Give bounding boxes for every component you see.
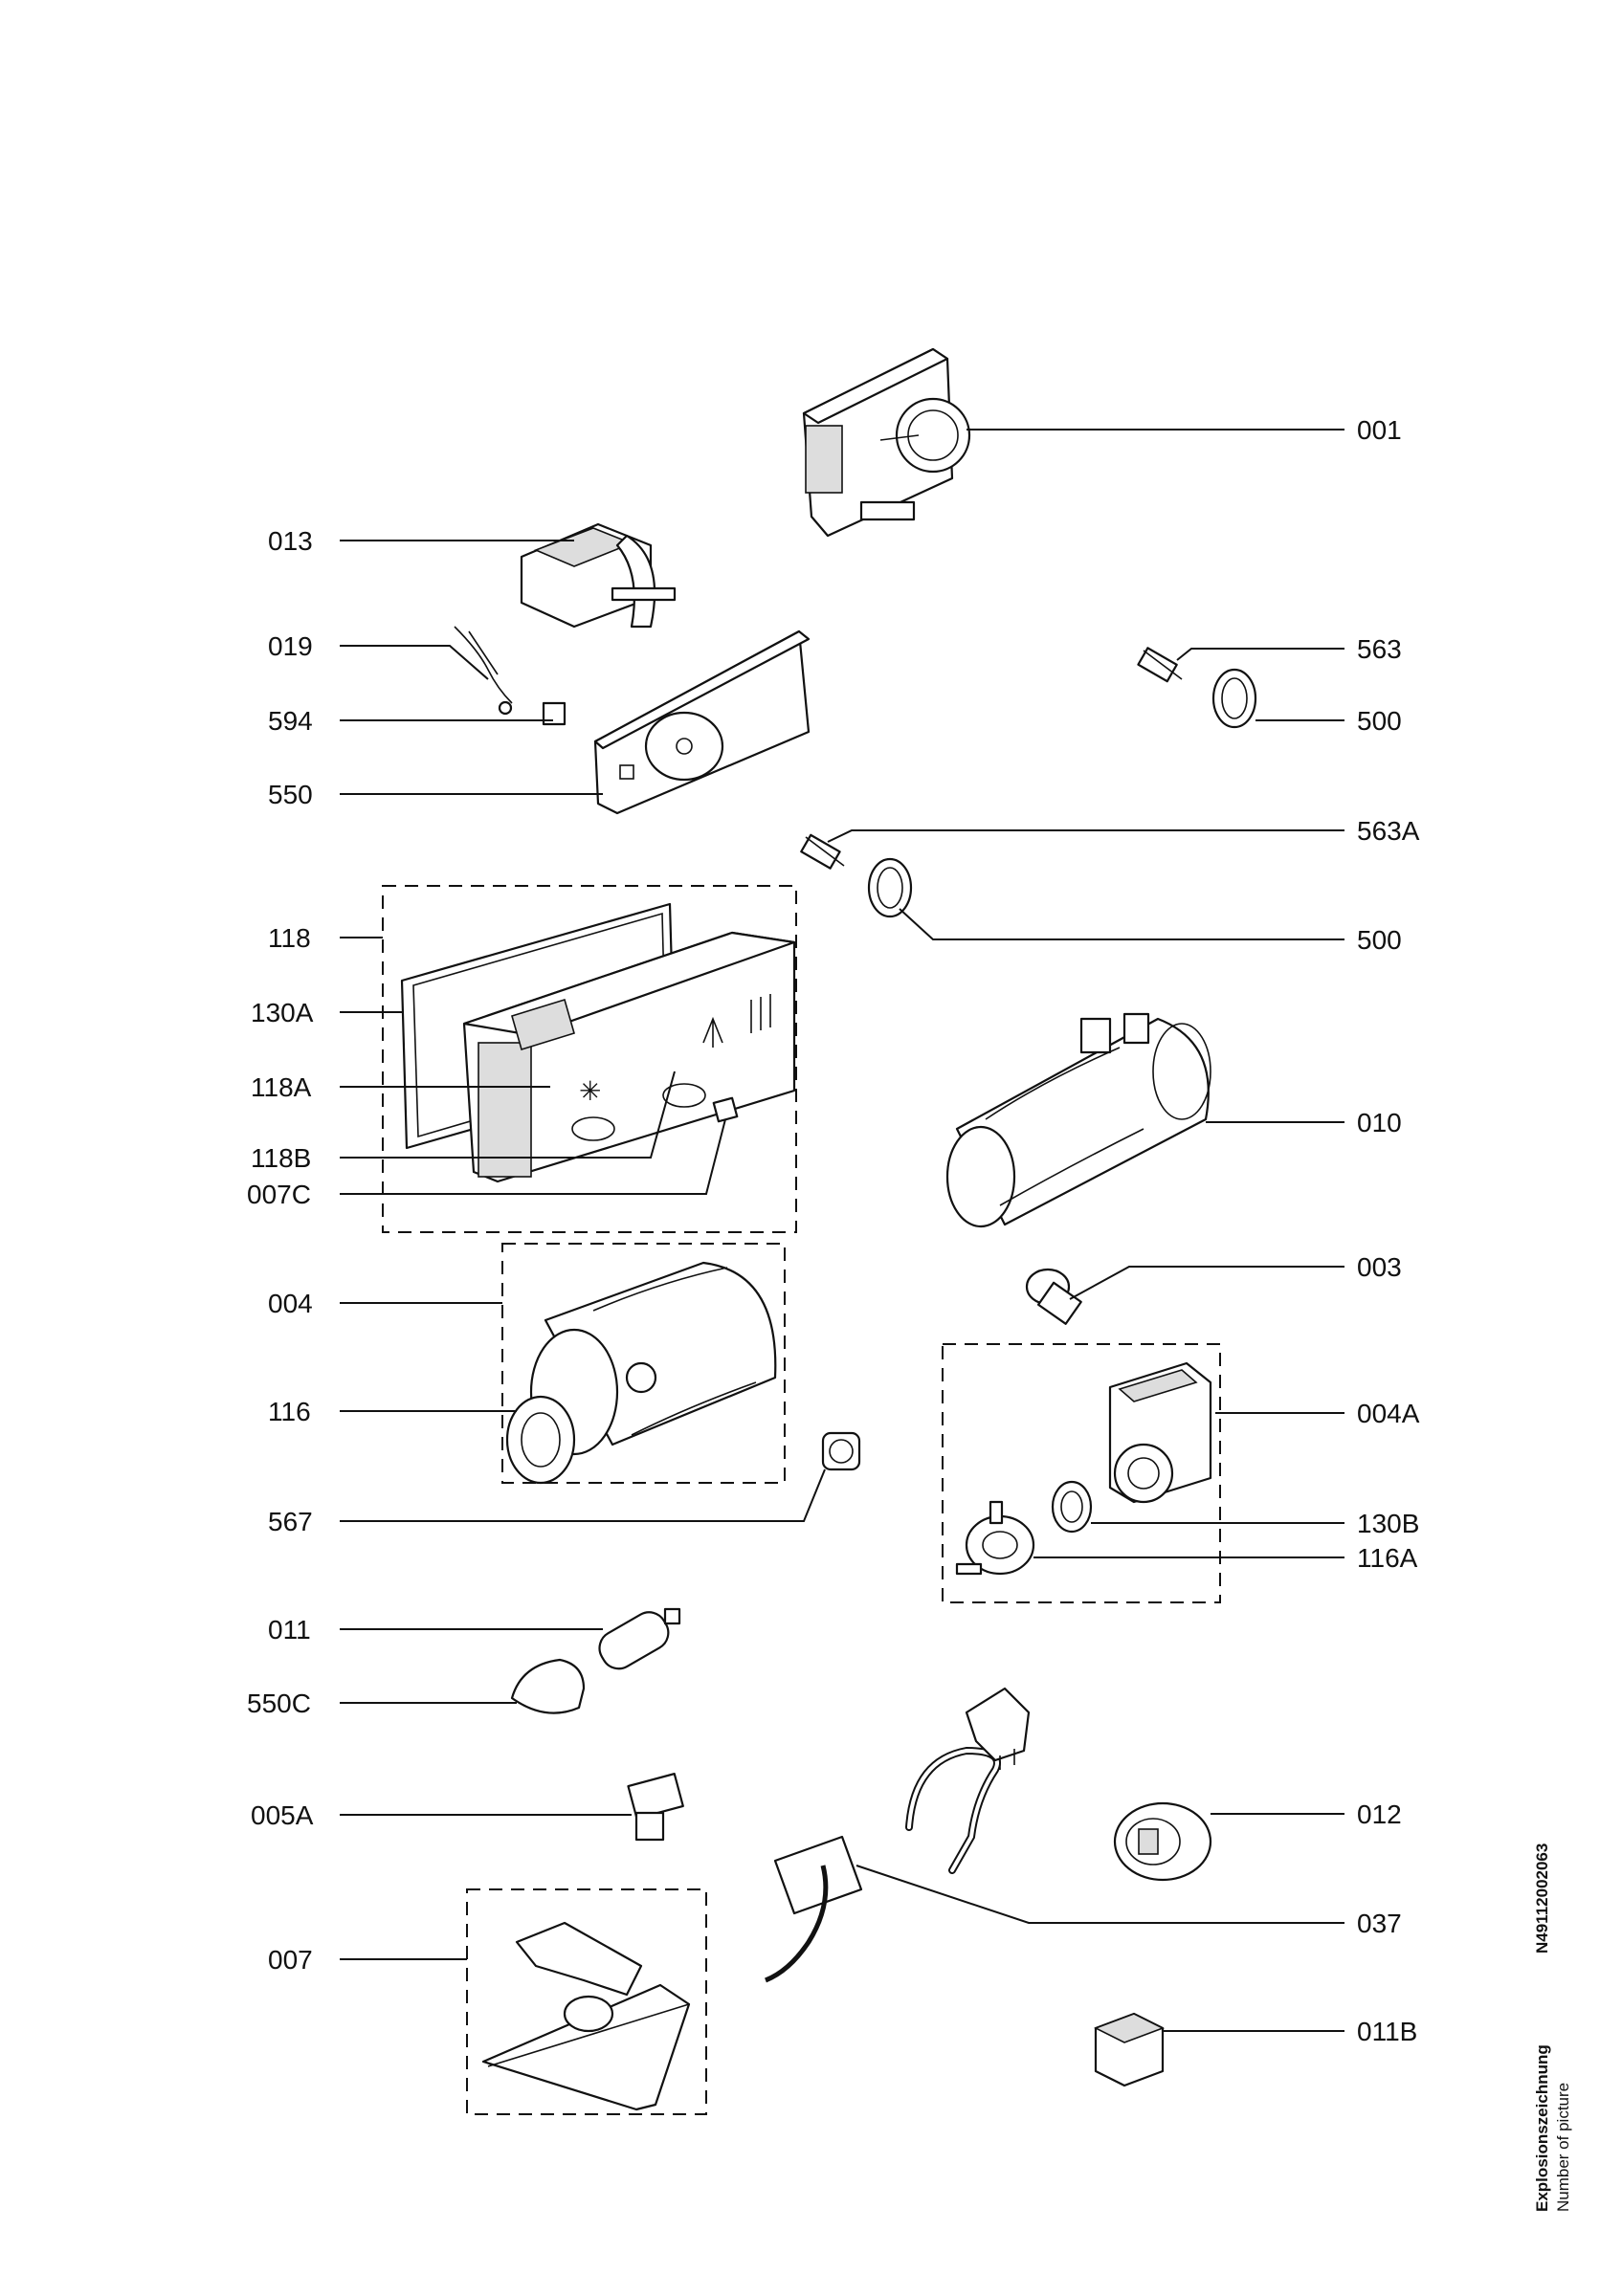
- group-box-004A: [942, 1343, 1221, 1603]
- part-011B-relay-icon: [1094, 2012, 1165, 2087]
- label-011B: 011B: [1357, 2017, 1417, 2046]
- group-box-007: [466, 1888, 707, 2115]
- caption-subtitle: Number of picture: [1554, 2083, 1572, 2212]
- part-118-dispenser-icon: ✳: [400, 902, 796, 1183]
- label-118: 118: [268, 923, 311, 953]
- part-011-capacitor-icon: [598, 1607, 681, 1670]
- label-019: 019: [268, 631, 313, 661]
- svg-text:✳: ✳: [579, 1076, 601, 1106]
- part-130B-seal-icon: [1051, 1480, 1093, 1534]
- label-118B: 118B: [251, 1143, 311, 1173]
- label-563A: 563A: [1357, 816, 1420, 846]
- part-012-pressure-switch-icon: [1113, 1801, 1212, 1882]
- label-550C: 550C: [247, 1689, 311, 1718]
- group-box-004: [501, 1243, 786, 1484]
- label-001: 001: [1357, 415, 1402, 445]
- label-116A: 116A: [1357, 1543, 1418, 1573]
- label-500-lower: 500: [1357, 925, 1402, 955]
- part-563-lamp-icon: [1137, 647, 1183, 683]
- caption-number: N4911200206​3: [1533, 1843, 1551, 1954]
- label-007: 007: [268, 1945, 313, 1975]
- label-010: 010: [1357, 1108, 1402, 1137]
- label-004: 004: [268, 1289, 313, 1318]
- label-013: 013: [268, 526, 313, 556]
- label-007C: 007C: [247, 1180, 311, 1209]
- part-013-switch-icon: [520, 522, 677, 629]
- group-box-118: [382, 885, 797, 1233]
- label-563: 563: [1357, 634, 1402, 664]
- part-037-power-cable-icon: [765, 1687, 1031, 1983]
- part-001-timer-icon: [802, 347, 971, 538]
- part-563A-lamp-icon: [800, 833, 845, 870]
- part-007C-clip-icon: [712, 1096, 739, 1123]
- part-594-clip-icon: [542, 701, 567, 726]
- label-118A: 118A: [251, 1072, 312, 1102]
- label-500-upper: 500: [1357, 706, 1402, 736]
- part-003-sensor-icon: [1025, 1268, 1082, 1325]
- part-005A-valve-icon: [627, 1773, 684, 1842]
- label-594: 594: [268, 706, 313, 736]
- part-007-spray-arm-icon: [481, 1921, 691, 2111]
- part-550-panel-icon: [593, 629, 811, 815]
- part-500-ring-upper-icon: [1211, 668, 1257, 729]
- label-567: 567: [268, 1507, 313, 1536]
- label-116: 116: [268, 1397, 311, 1426]
- label-130A: 130A: [251, 998, 314, 1027]
- label-003: 003: [1357, 1252, 1402, 1282]
- label-550: 550: [268, 780, 313, 809]
- part-010-heater-icon: [945, 1012, 1211, 1228]
- label-005A: 005A: [251, 1800, 314, 1830]
- part-004A-drain-pump-icon: [1108, 1361, 1212, 1504]
- label-037: 037: [1357, 1909, 1402, 1938]
- caption-title: Explosionszeichnung: [1533, 2044, 1551, 2212]
- part-019-wire-icon: [454, 626, 513, 704]
- leader-lines: [340, 429, 1344, 2032]
- part-116A-housing-icon: [955, 1500, 1035, 1576]
- part-567-clamp-icon: [821, 1431, 861, 1471]
- side-caption: Explosionszeichnung N4911200206​3 Number…: [1533, 1843, 1572, 2212]
- part-500-ring-lower-icon: [867, 857, 913, 918]
- part-550C-knob-icon: [510, 1658, 586, 1714]
- label-011: 011: [268, 1615, 311, 1645]
- label-012: 012: [1357, 1799, 1402, 1829]
- label-130B: 130B: [1357, 1509, 1419, 1538]
- part-004-pump-icon: [505, 1261, 777, 1485]
- label-004A: 004A: [1357, 1399, 1420, 1428]
